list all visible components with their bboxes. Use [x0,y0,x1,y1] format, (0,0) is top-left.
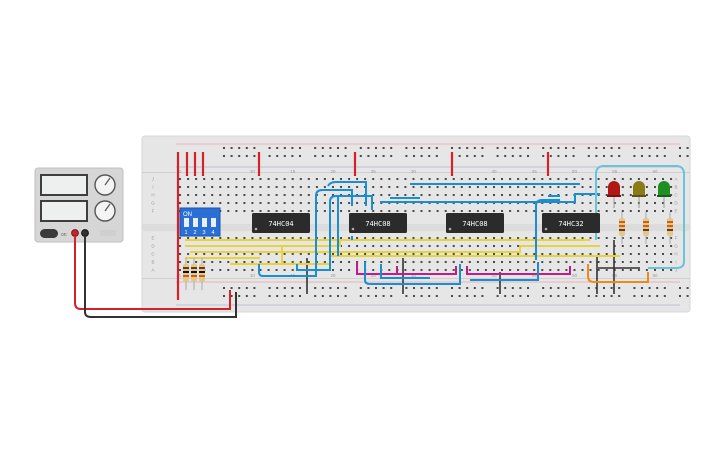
resistor[interactable] [199,258,205,290]
resistor[interactable] [643,212,649,244]
row-label: I [675,260,676,265]
row-label: H [151,193,154,198]
row-label: G [151,201,155,206]
chip-label: 74HC32 [558,220,583,228]
rail-jumper-wires[interactable] [176,152,550,300]
magenta-wires[interactable] [356,262,571,275]
row-label: H [674,252,677,257]
negative-terminal[interactable] [81,229,89,237]
row-label: F [675,236,678,241]
row-label: C [674,193,678,198]
column-label: 30 [411,169,417,174]
chip-74hc04[interactable]: 74HC04 [252,213,310,233]
row-label: B [674,185,677,190]
chip-74hc08-2[interactable]: 74HC08 [446,213,504,233]
column-label: 1 [179,169,182,174]
column-label: 1 [179,273,182,278]
power-supply[interactable]: on [34,167,124,243]
dip-toggle-2[interactable] [193,218,198,227]
chip-label: 74HC08 [462,220,487,228]
dip-number-3: 3 [203,230,206,236]
blue-wires[interactable] [258,181,600,285]
led-yellow[interactable] [632,181,646,208]
row-label: D [674,201,678,206]
orange-wire[interactable] [587,264,649,283]
dip-toggle-3[interactable] [202,218,207,227]
positive-terminal[interactable] [71,229,79,237]
row-label: A [151,268,154,273]
column-label: 25 [371,273,377,278]
column-label: 10 [250,273,256,278]
row-label: F [152,209,155,214]
column-label: 45 [532,169,538,174]
resistor[interactable] [667,212,673,244]
row-label: E [151,236,154,241]
row-label: B [151,260,154,265]
resistor[interactable] [619,212,625,244]
column-label: 45 [532,273,538,278]
dip-switch[interactable]: ON 1 2 3 4 [179,207,221,237]
power-red-wire[interactable] [74,236,231,310]
dip-switch-on-label: ON [183,212,192,218]
row-label: G [674,244,678,249]
breadboard-center-channel [142,224,690,231]
pulldown-resistors[interactable] [183,258,205,290]
power-button-label: on [61,232,67,238]
column-label: 15 [290,169,296,174]
column-label: 25 [371,169,377,174]
led-resistors[interactable] [619,212,673,244]
resistor[interactable] [191,258,197,290]
column-label: 50 [572,169,578,174]
power-button[interactable] [40,229,58,238]
chip-74hc32[interactable]: 74HC32 [542,213,600,233]
chip-74hc08-1[interactable]: 74HC08 [349,213,407,233]
column-label: 55 [612,169,618,174]
column-label: 40 [491,169,497,174]
dip-number-4: 4 [212,230,215,236]
column-label: 20 [330,273,336,278]
column-label: 30 [411,273,417,278]
resistor[interactable] [183,258,189,290]
row-label: J [675,268,677,273]
led-red[interactable] [607,181,621,208]
dip-number-2: 2 [194,230,197,236]
column-label: 60 [652,273,658,278]
dip-toggle-4[interactable] [211,218,216,227]
column-label: 60 [652,169,658,174]
column-label: 40 [491,273,497,278]
dip-toggle-1[interactable] [184,218,189,227]
row-label: E [674,209,677,214]
column-label: 55 [612,273,618,278]
row-label: A [674,177,677,182]
row-label: D [151,244,155,249]
cyan-wire[interactable] [595,165,685,269]
dip-number-1: 1 [185,230,188,236]
column-label: 10 [250,169,256,174]
column-label: 50 [572,273,578,278]
column-label: 20 [330,169,336,174]
power-black-wire[interactable] [84,236,237,318]
row-label: I [152,185,153,190]
row-label: J [152,177,154,182]
row-label: C [151,252,155,257]
chip-label: 74HC04 [268,220,293,228]
chip-label: 74HC08 [365,220,390,228]
column-labels: 1110101515202025253030404045455050555560… [179,169,658,278]
led-green[interactable] [657,181,671,208]
